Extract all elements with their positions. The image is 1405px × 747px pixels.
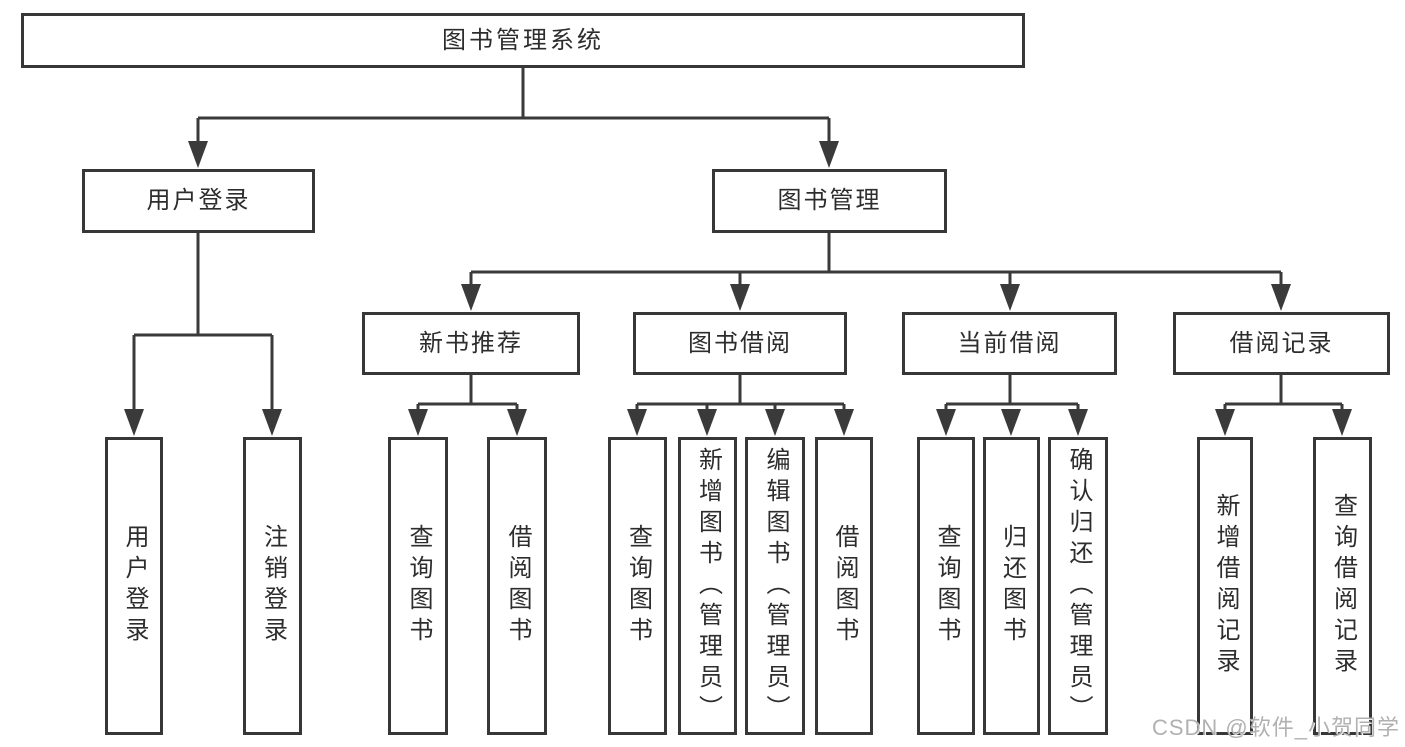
node-label: 图书管理系统 (442, 26, 604, 54)
arrowhead-icons (124, 141, 1352, 436)
node-leaf-cb-confirm-return-admin: 确认归还（管理员） (1048, 437, 1108, 735)
node-leaf-nbr-borrow-books: 借阅图书 (487, 437, 547, 735)
node-root-system: 图书管理系统 (21, 13, 1025, 68)
node-label: 新增图书（管理员） (694, 446, 722, 726)
node-leaf-cb-return-books: 归还图书 (983, 437, 1040, 735)
node-leaf-user-login: 用户登录 (105, 437, 163, 735)
node-label: 注销登录 (259, 524, 287, 648)
node-label: 借阅图书 (504, 524, 531, 648)
node-leaf-bb-add-books-admin: 新增图书（管理员） (678, 437, 737, 735)
node-label: 新书推荐 (419, 329, 523, 357)
node-label: 用户登录 (146, 187, 251, 214)
node-label: 借阅图书 (831, 524, 858, 648)
node-label: 借阅记录 (1229, 329, 1334, 357)
node-label: 图书管理 (777, 187, 882, 214)
watermark: CSDN @软件_小贺同学 (1151, 715, 1400, 740)
node-book-mgmt: 图书管理 (712, 169, 947, 233)
node-leaf-logout: 注销登录 (243, 437, 302, 735)
node-label: 编辑图书（管理员） (762, 446, 789, 726)
node-borrow-records: 借阅记录 (1173, 312, 1390, 375)
node-label: 图书借阅 (688, 329, 792, 357)
node-label: 当前借阅 (957, 329, 1062, 357)
node-leaf-br-query-record: 查询借阅记录 (1313, 437, 1372, 735)
node-leaf-bb-query-books: 查询图书 (608, 437, 667, 735)
node-label: 用户登录 (121, 524, 148, 648)
node-leaf-br-add-record: 新增借阅记录 (1197, 437, 1253, 735)
node-label: 查询图书 (624, 524, 652, 648)
node-current-borrow: 当前借阅 (902, 312, 1117, 375)
node-label: 查询图书 (405, 524, 432, 648)
node-leaf-bb-edit-books-admin: 编辑图书（管理员） (745, 437, 805, 735)
node-label: 新增借阅记录 (1212, 493, 1239, 679)
node-leaf-cb-query-books: 查询图书 (917, 437, 975, 735)
node-label: 确认归还（管理员） (1065, 446, 1092, 726)
node-label: 归还图书 (998, 524, 1026, 648)
node-new-book-rec: 新书推荐 (362, 312, 580, 375)
node-leaf-nbr-query-books: 查询图书 (388, 437, 448, 735)
node-label: 查询借阅记录 (1329, 493, 1357, 679)
node-user-login: 用户登录 (82, 169, 315, 233)
node-leaf-bb-borrow-books: 借阅图书 (815, 437, 873, 735)
node-label: 查询图书 (933, 524, 960, 648)
node-book-borrow: 图书借阅 (633, 312, 847, 375)
